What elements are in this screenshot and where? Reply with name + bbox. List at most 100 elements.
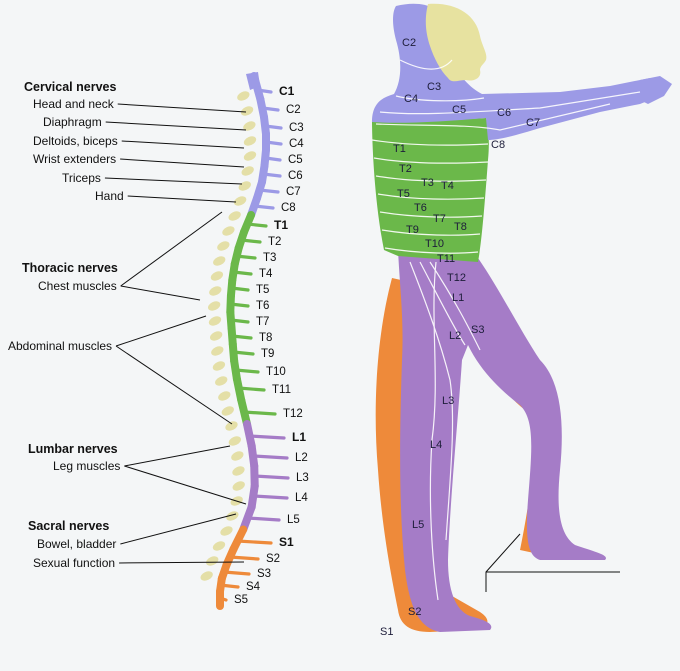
dermatome-label-l4: L4 (430, 439, 442, 451)
nerve-root-t7 (231, 320, 248, 322)
leader-line-deltoids-biceps (122, 141, 244, 148)
nerve-root-s1 (238, 541, 272, 543)
nerve-root-c5 (266, 158, 280, 160)
spine-level-t3: T3 (263, 252, 276, 264)
dermatome-label-t9: T9 (406, 224, 419, 236)
nerve-root-t8 (232, 336, 251, 338)
spine-level-c1: C1 (279, 84, 295, 98)
spine-level-s1: S1 (279, 535, 294, 549)
dermatome-label-t8: T8 (454, 221, 467, 233)
spine-level-c2: C2 (286, 104, 301, 116)
nerve-root-l4 (253, 496, 287, 498)
vertebra-body (211, 539, 226, 552)
dermatome-label-l2: L2 (449, 330, 461, 342)
vertebra-body (224, 419, 239, 432)
spine-level-t7: T7 (256, 316, 269, 328)
vertebra-body (208, 284, 223, 297)
dermatome-label-t1: T1 (393, 143, 406, 155)
vertebra-body (206, 299, 221, 312)
nerve-root-l5 (248, 518, 279, 520)
leader-line-triceps (105, 178, 242, 184)
nerve-root-t10 (236, 370, 258, 372)
nerve-root-t4 (234, 272, 251, 274)
step-outline (486, 534, 520, 592)
leader-line-leg-muscles-2 (124, 466, 246, 504)
function-label-sexual-function: Sexual function (33, 556, 115, 570)
vertebra-body (212, 254, 227, 267)
vertebra-body (217, 389, 232, 402)
leader-line-bowel-bladder (120, 514, 236, 544)
leader-line-diaphragm (106, 122, 246, 130)
vertebra-body (231, 464, 246, 477)
spine-level-l3: L3 (296, 472, 309, 484)
spine-level-t2: T2 (268, 236, 281, 248)
vertebra-body (205, 554, 220, 567)
function-label-wrist-extenders: Wrist extenders (33, 152, 116, 166)
dermatome-label-s3: S3 (471, 324, 484, 336)
nerve-root-c8 (255, 206, 273, 208)
dermatome-label-c4: C4 (404, 93, 418, 105)
function-label-hand: Hand (95, 189, 124, 203)
spine-level-t4: T4 (259, 268, 273, 280)
vertebra-body (239, 104, 254, 117)
leader-line-chest-muscles-1 (121, 212, 222, 286)
dermatome-label-s1: S1 (380, 626, 393, 638)
nerve-root-t12 (244, 412, 275, 414)
hand-region (640, 76, 672, 104)
spine-level-c4: C4 (289, 138, 304, 150)
spine-level-t1: T1 (274, 218, 288, 232)
vertebra-body (230, 449, 245, 462)
cervical-nerves-heading: Cervical nerves (24, 80, 116, 94)
nerve-root-t1 (247, 224, 266, 226)
function-label-triceps: Triceps (62, 171, 101, 185)
vertebra-body (236, 89, 251, 102)
spine-level-t11: T11 (272, 384, 291, 396)
nerve-root-l2 (253, 456, 287, 458)
vertebra-body (231, 479, 246, 492)
vertebra-body (211, 359, 226, 372)
function-label-deltoids-biceps: Deltoids, biceps (33, 134, 118, 148)
spine-level-l2: L2 (295, 452, 308, 464)
function-label-head-and-neck: Head and neck (33, 97, 115, 111)
vertebra-body (219, 524, 234, 537)
dermatome-label-c7: C7 (526, 117, 540, 129)
leader-lines (105, 104, 246, 563)
vertebra-body (208, 329, 223, 342)
function-label-leg-muscles: Leg muscles (53, 459, 120, 473)
dermatome-label-t7: T7 (433, 213, 446, 225)
vertebra-body (242, 119, 257, 132)
nerve-root-t3 (236, 256, 255, 258)
sacral-nerves-heading: Sacral nerves (28, 519, 109, 533)
dermatome-label-c2: C2 (402, 37, 416, 49)
cervical-dermatome-region (372, 4, 664, 140)
dermatome-label-c3: C3 (427, 81, 441, 93)
vertebra-body (237, 179, 252, 192)
dermatome-label-t6: T6 (414, 202, 427, 214)
dermatome-label-c5: C5 (452, 104, 466, 116)
vertebra-body (220, 404, 235, 417)
vertebra-body (209, 269, 224, 282)
spine-level-s2: S2 (266, 553, 280, 565)
leader-line-abdominal-muscles-2 (116, 346, 232, 424)
nerve-root-l3 (255, 476, 288, 478)
vertebra-body (199, 569, 214, 582)
nerve-root-s4 (220, 585, 238, 587)
spine-level-t6: T6 (256, 300, 269, 312)
spine-level-c5: C5 (288, 154, 303, 166)
dermatome-label-l5: L5 (412, 519, 424, 531)
dermatome-label-t3: T3 (421, 177, 434, 189)
dermatome-label-t4: T4 (441, 180, 454, 192)
spine-level-l1: L1 (292, 430, 306, 444)
vertebra-body (242, 149, 257, 162)
leader-line-chest-muscles-2 (121, 286, 200, 300)
vertebra-body (207, 314, 222, 327)
vertebra-body (242, 134, 257, 147)
vertebra-body (214, 374, 229, 387)
nerve-root-c7 (260, 190, 278, 192)
spine-level-t12: T12 (283, 408, 303, 420)
nerve-root-t2 (241, 240, 260, 242)
dermatome-label-t10: T10 (425, 238, 444, 250)
nerve-root-l1 (250, 436, 284, 438)
